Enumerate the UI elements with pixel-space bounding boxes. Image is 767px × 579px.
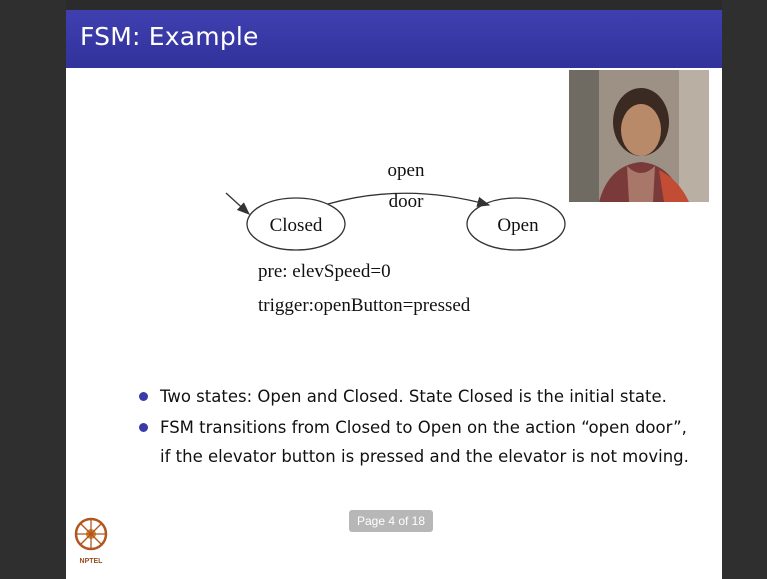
nptel-wheel-icon — [74, 517, 108, 551]
page-indicator[interactable]: Page 4 of 18 — [349, 510, 433, 532]
bullet-dot-icon — [139, 392, 148, 401]
bullet-item: Two states: Open and Closed. State Close… — [136, 382, 696, 411]
nptel-logo: NPTEL — [74, 510, 108, 570]
left-frame-border — [0, 0, 66, 579]
bullet-dot-icon — [139, 423, 148, 432]
webcam-overlay — [569, 70, 709, 202]
right-frame-border — [722, 0, 767, 579]
transition-label-door: door — [389, 191, 425, 212]
state-closed-ellipse — [246, 197, 346, 251]
guard-pre-text: pre: elevSpeed=0 — [258, 261, 391, 282]
transition-label-open: open — [388, 160, 425, 181]
guard-trigger-text: trigger:openButton=pressed — [258, 295, 471, 316]
slide-title: FSM: Example — [80, 22, 259, 51]
state-open-label: Open — [497, 215, 539, 236]
state-open-ellipse — [466, 197, 566, 251]
fsm-diagram: Closed Open open door — [225, 160, 566, 251]
title-bar: FSM: Example — [66, 10, 722, 68]
bullet-item: FSM transitions from Closed to Open on t… — [136, 413, 696, 471]
bullet-list: Two states: Open and Closed. State Close… — [136, 382, 696, 471]
bullet-text: FSM transitions from Closed to Open on t… — [160, 418, 689, 466]
slide: FSM: Example Closed Open open door pre: … — [66, 10, 722, 579]
bullet-text: Two states: Open and Closed. State Close… — [160, 387, 667, 406]
transition-arrow — [327, 192, 491, 207]
initial-state-arrow — [225, 192, 250, 215]
nptel-logo-text: NPTEL — [79, 558, 103, 565]
state-closed-label: Closed — [270, 215, 323, 236]
presenter-video — [569, 70, 709, 202]
